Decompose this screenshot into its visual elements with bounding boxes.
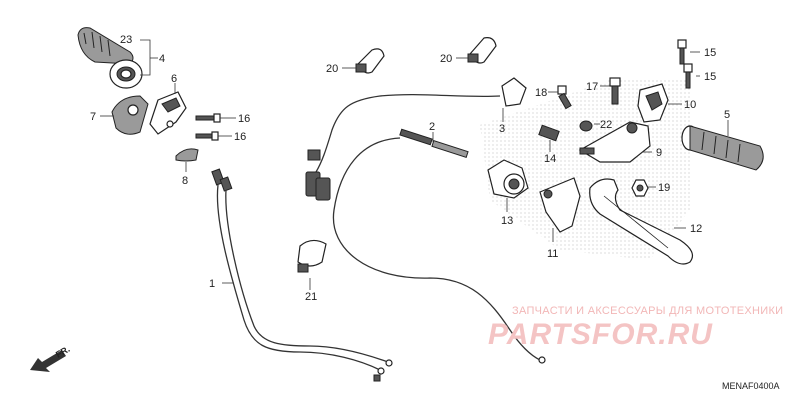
screw-18 <box>557 85 572 110</box>
throttle-housing <box>149 91 187 135</box>
throttle-cable <box>211 168 393 382</box>
bolt-15-lower <box>683 63 693 89</box>
callout-12: 12 <box>690 223 702 235</box>
lever-bracket-holder <box>637 83 669 123</box>
callout-15-upper: 15 <box>704 47 716 59</box>
pivot-bolt-17 <box>609 77 621 105</box>
callout-3: 3 <box>499 123 505 135</box>
right-grip <box>681 125 764 171</box>
callout-15-lower: 15 <box>704 71 716 83</box>
callout-20-right: 20 <box>440 53 452 65</box>
callout-8: 8 <box>182 175 188 187</box>
throttle-housing-cover <box>111 95 149 135</box>
lever-nut-19 <box>631 179 649 197</box>
callout-9: 9 <box>656 147 662 159</box>
clutch-cable <box>332 128 546 364</box>
clutch-switch <box>305 77 527 201</box>
callout-14: 14 <box>544 153 556 165</box>
cable-band <box>297 239 327 273</box>
cable-clip-20-right <box>467 37 497 64</box>
callout-5: 5 <box>724 109 730 121</box>
callout-10: 10 <box>684 99 696 111</box>
bolt-15-upper <box>677 39 687 65</box>
callout-17: 17 <box>586 81 598 93</box>
throttle-grip <box>77 27 143 89</box>
clutch-lever <box>589 178 693 265</box>
callout-2: 2 <box>429 121 435 133</box>
nut-22 <box>579 120 593 132</box>
callout-18: 18 <box>535 87 547 99</box>
callout-16-upper: 16 <box>238 113 250 125</box>
callout-19: 19 <box>658 182 670 194</box>
cable-clip-20-left <box>355 48 385 74</box>
watermark-logo: PARTSFOR.RU <box>488 318 713 351</box>
throttle-cover-plate <box>175 148 199 162</box>
callout-16-lower: 16 <box>234 131 246 143</box>
callout-20-left: 20 <box>326 63 338 75</box>
callout-11: 11 <box>547 248 558 260</box>
bolt-16-upper <box>195 113 221 123</box>
callout-6: 6 <box>171 73 177 85</box>
callout-13: 13 <box>501 215 513 227</box>
diagram-code: MENAF0400A <box>722 381 780 391</box>
watermark-subtitle: ЗАПЧАСТИ И АКСЕССУАРЫ ДЛЯ МОТОТЕХНИКИ <box>512 305 784 317</box>
bolt-16-lower <box>195 131 219 141</box>
adjuster-14 <box>538 124 560 142</box>
front-direction-arrow: FR. <box>30 344 72 372</box>
lever-perch <box>539 177 581 233</box>
callout-7: 7 <box>90 111 96 123</box>
front-direction-label: FR. <box>54 344 72 360</box>
callout-4: 4 <box>159 53 165 65</box>
lever-bracket <box>578 121 651 163</box>
callout-22: 22 <box>600 119 612 131</box>
callout-21: 21 <box>305 291 317 303</box>
switch-body <box>487 159 529 199</box>
callout-1: 1 <box>209 278 215 290</box>
callout-23: 23 <box>120 34 132 46</box>
